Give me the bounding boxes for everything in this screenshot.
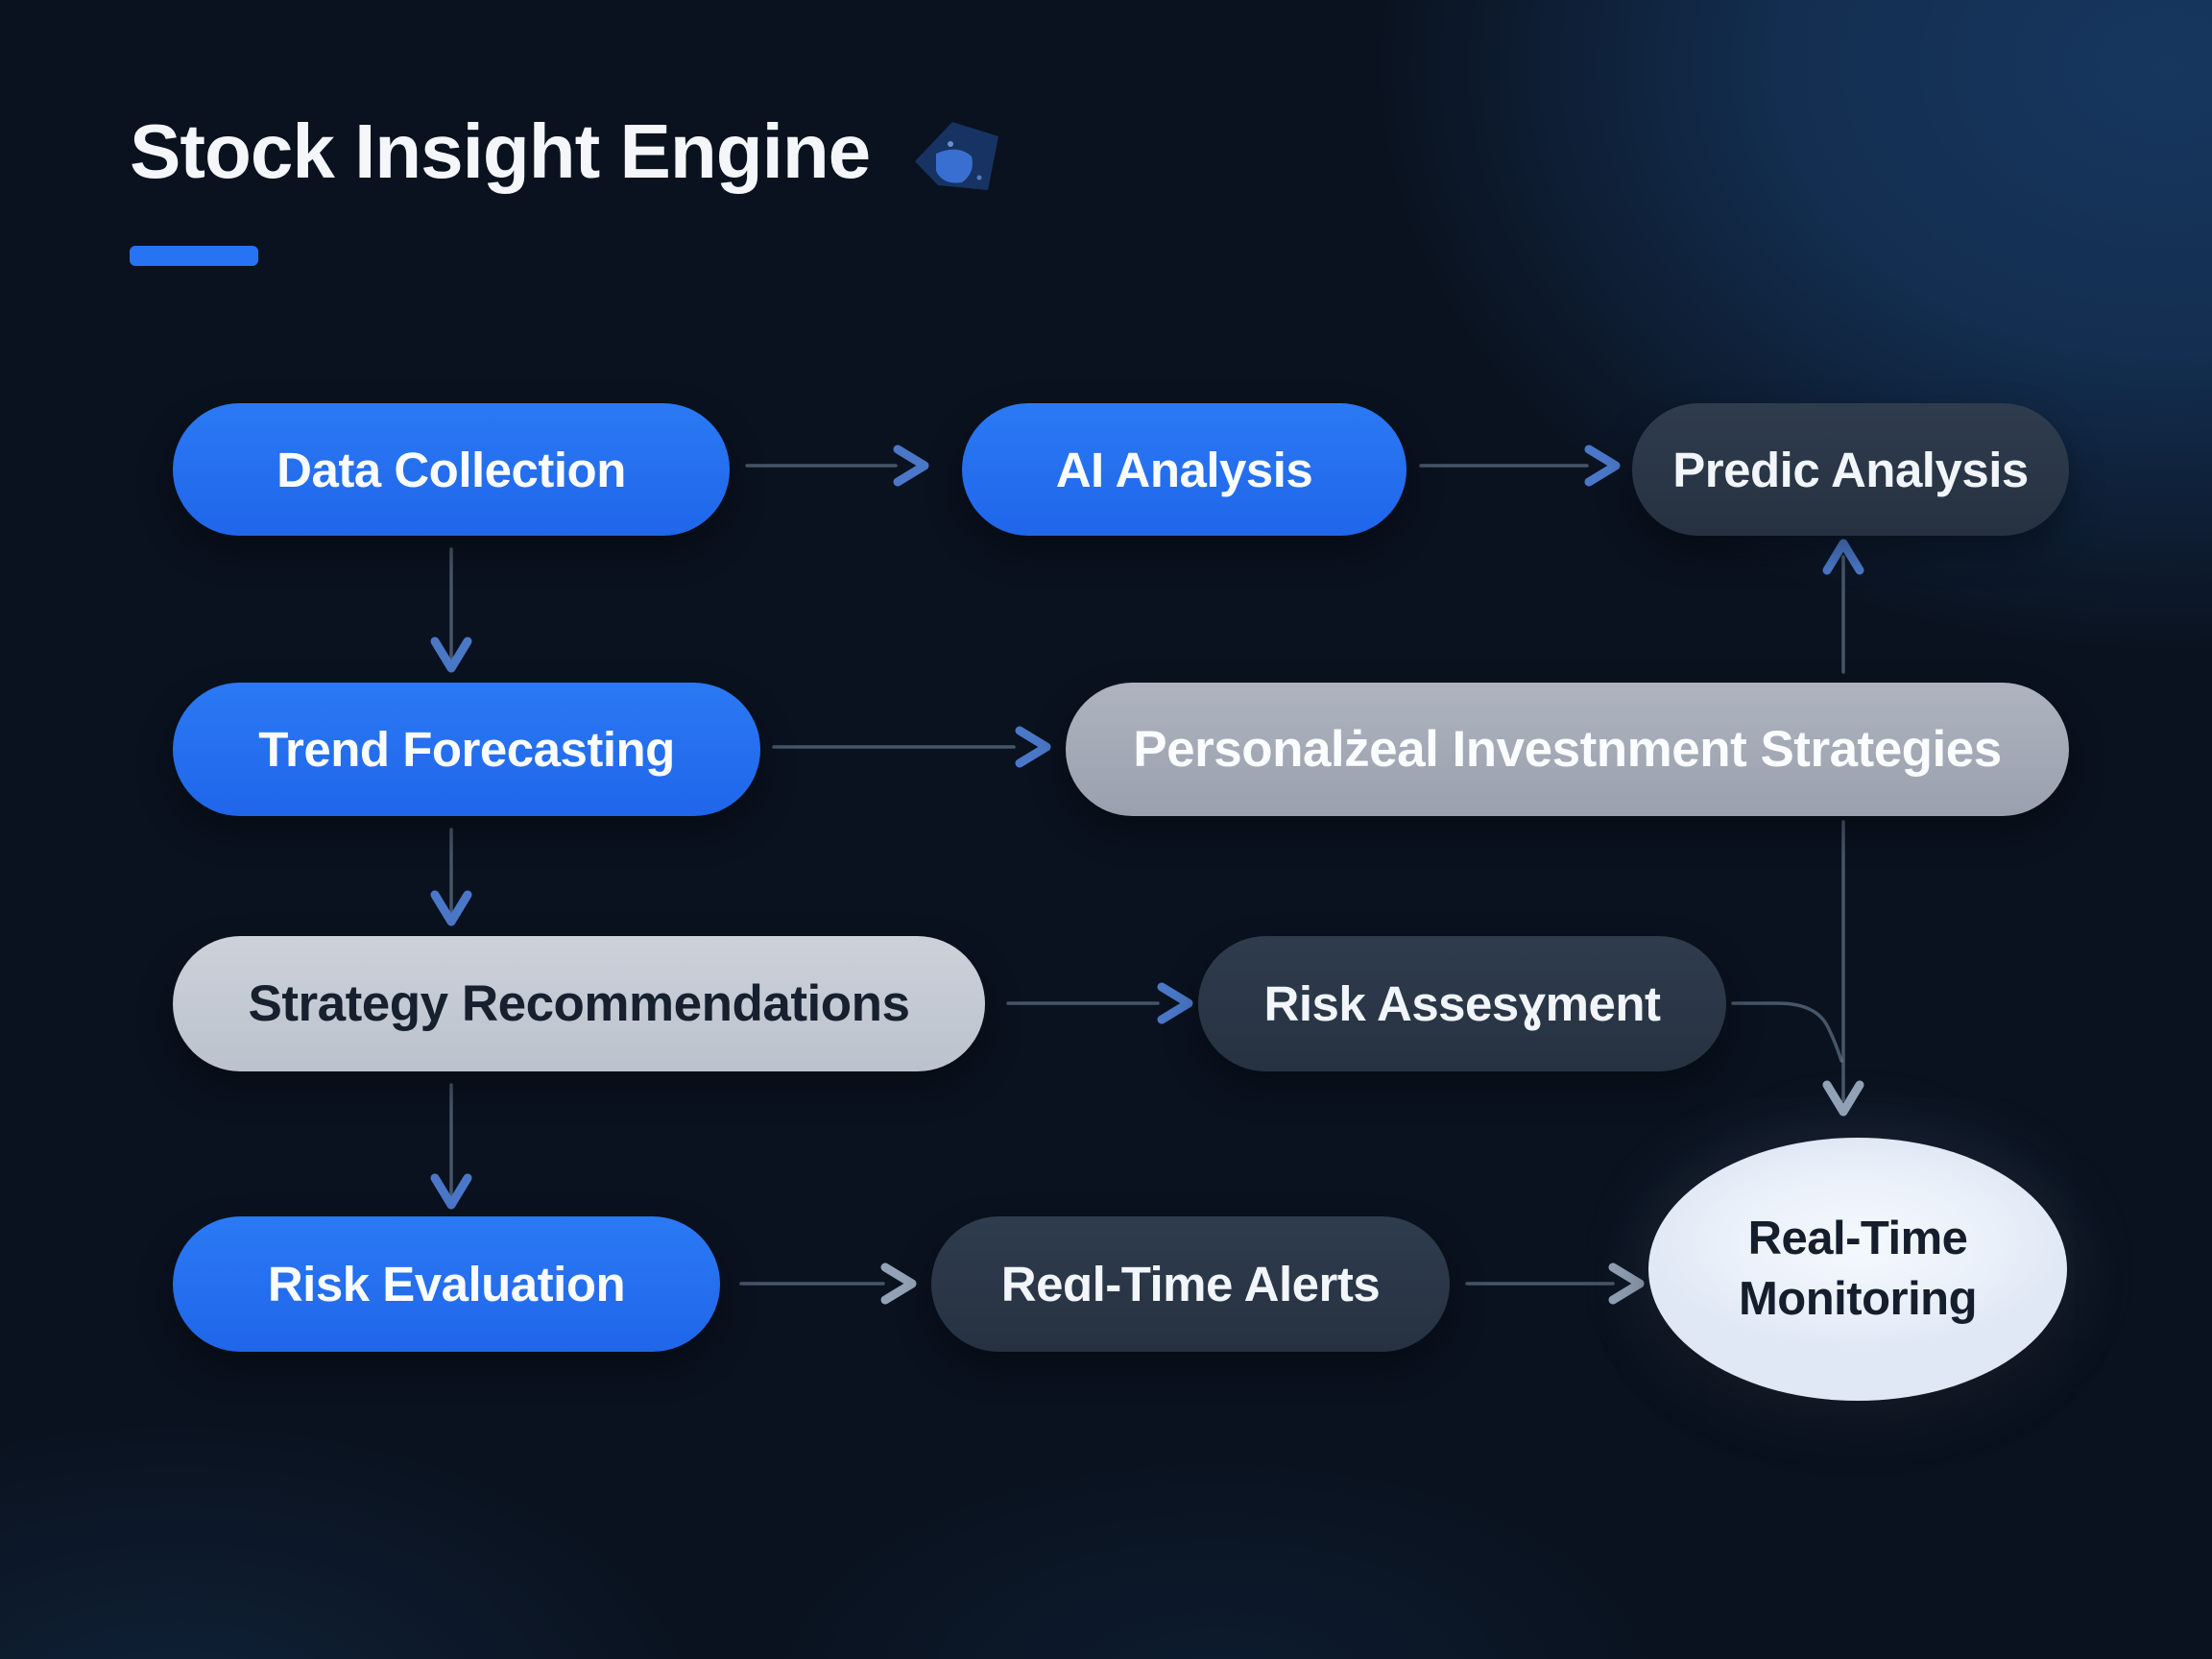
node-real-time-monitoring: Real-Time Monitoring [1648, 1138, 2067, 1401]
arrowhead-icon [1584, 445, 1621, 487]
node-strategy-recommendations: Strategy Recommendations [173, 936, 985, 1071]
node-label: Data Collection [276, 442, 626, 497]
node-label: Trend Forecasting [258, 722, 675, 777]
node-label: Risk Assesɣment [1263, 976, 1661, 1031]
node-risk-assesment: Risk Assesɣment [1198, 936, 1726, 1071]
arrowhead-icon [1822, 539, 1864, 575]
arrowhead-icon [1015, 726, 1051, 768]
edge-risk-assesment-join-monitoring [1731, 1001, 1843, 1063]
arrowhead-icon [880, 1262, 917, 1305]
arrowhead-icon [430, 1173, 472, 1210]
arrowhead-icon [1822, 1080, 1864, 1117]
node-label: Risk Evaluation [267, 1257, 626, 1311]
node-label: AI Analysis [1055, 442, 1313, 497]
node-label-line1: Real-Time [1747, 1213, 1968, 1265]
node-ai-analysis: AI Analysis [962, 403, 1407, 536]
node-real-time-alerts: Reɑl-Time Alerts [931, 1216, 1450, 1352]
node-label: Personalżeal Investnment Strategies [1133, 721, 2002, 778]
node-risk-evaluation: Risk Evaluation [173, 1216, 720, 1352]
arrowhead-icon [430, 637, 472, 673]
title-underline [130, 246, 258, 266]
node-label-line2: Monitoring [1738, 1273, 1978, 1325]
node-label: Predic Analysis [1672, 442, 2029, 497]
arrowhead-icon [1608, 1262, 1645, 1305]
node-predic-analysis: Predic Analysis [1632, 403, 2069, 536]
node-label: Strategy Recommendations [248, 975, 910, 1032]
paper-crystal-icon [915, 122, 998, 190]
node-data-collection: Data Collection [173, 403, 730, 536]
arrowhead-icon [430, 890, 472, 926]
node-trend-forecasting: Trend Forecasting [173, 683, 760, 816]
node-label: Reɑl-Time Alerts [1000, 1257, 1381, 1311]
arrowhead-icon [893, 445, 929, 487]
page-title: Stock Insight Engine [130, 108, 871, 194]
arrowhead-icon [1157, 982, 1193, 1024]
node-personalized-investment-strategies: Personalżeal Investnment Strategies [1066, 683, 2069, 816]
